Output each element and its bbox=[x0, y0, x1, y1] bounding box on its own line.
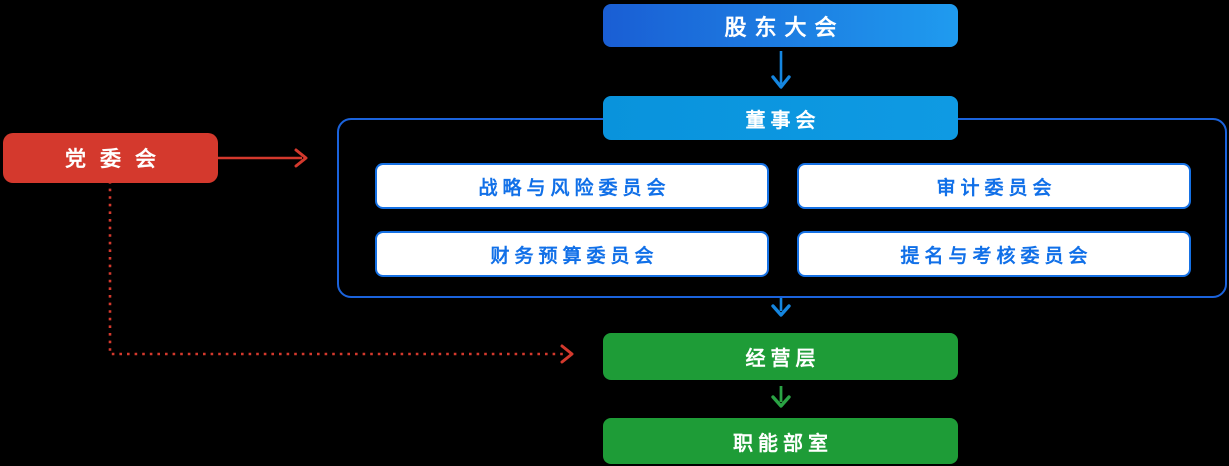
node-management-label: 经营层 bbox=[745, 346, 821, 370]
node-functional-departments: 职能部室 bbox=[603, 418, 958, 464]
node-committee-strategy-risk-label: 战略与风险委员会 bbox=[478, 176, 671, 199]
node-committee-financial-budget: 财务预算委员会 bbox=[375, 231, 769, 277]
node-board-of-directors: 董事会 bbox=[603, 96, 958, 140]
node-committee-audit: 审计委员会 bbox=[797, 163, 1191, 209]
node-shareholders-meeting: 股东大会 bbox=[603, 4, 958, 47]
node-committee-financial-budget-label: 财务预算委员会 bbox=[490, 244, 659, 267]
arrow-board-to-management-icon bbox=[771, 298, 791, 317]
node-management: 经营层 bbox=[603, 333, 958, 380]
node-shareholders-meeting-label: 股东大会 bbox=[724, 15, 845, 41]
arrow-management-to-departments-icon bbox=[771, 386, 791, 408]
arrow-shareholders-to-board-icon bbox=[771, 51, 791, 89]
node-committee-nomination-assessment: 提名与考核委员会 bbox=[797, 231, 1191, 277]
node-committee-nomination-assessment-label: 提名与考核委员会 bbox=[900, 244, 1093, 267]
node-committee-audit-label: 审计委员会 bbox=[936, 176, 1057, 199]
node-party-committee: 党委会 bbox=[3, 133, 218, 183]
node-board-of-directors-label: 董事会 bbox=[745, 107, 821, 132]
node-committee-strategy-risk: 战略与风险委员会 bbox=[375, 163, 769, 209]
arrow-party-to-board-icon bbox=[218, 148, 308, 168]
node-party-committee-label: 党委会 bbox=[65, 147, 170, 171]
arrow-party-to-management-dotted-icon bbox=[108, 181, 574, 364]
node-functional-departments-label: 职能部室 bbox=[733, 430, 833, 455]
